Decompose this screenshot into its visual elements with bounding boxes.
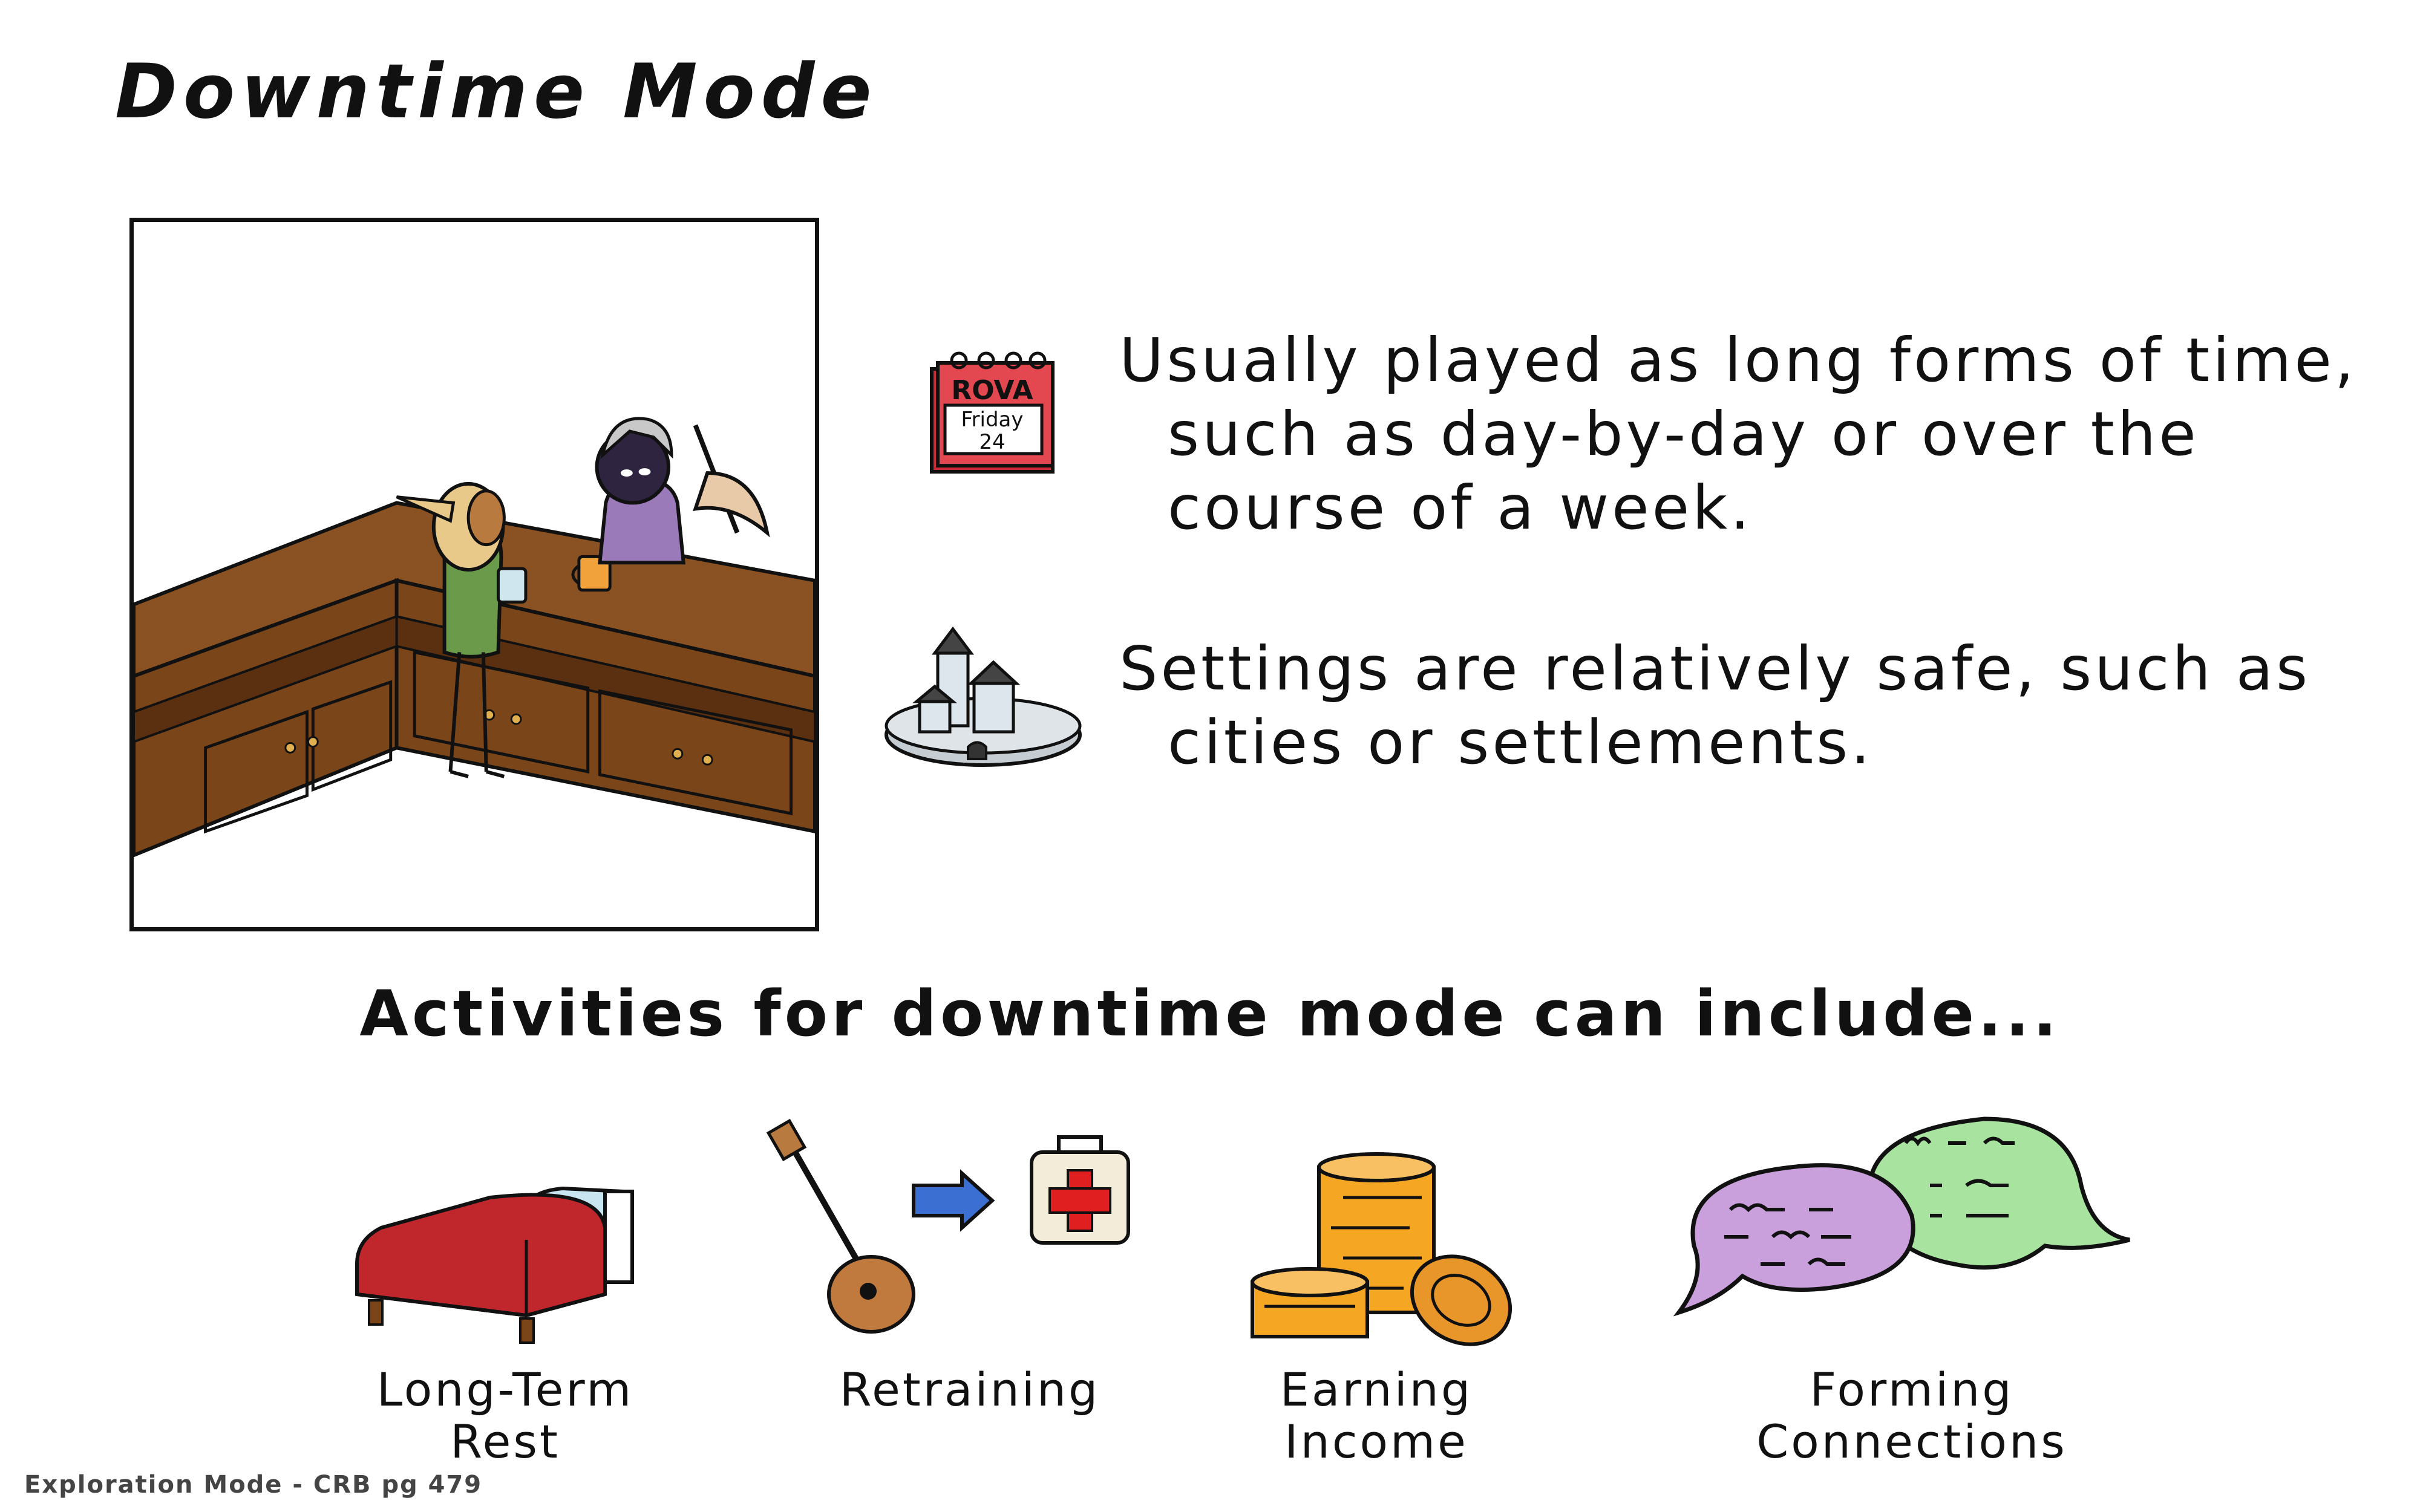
activity-label-retraining: Retraining <box>840 1364 1100 1416</box>
bullet-setting-text: Settings are relatively safe, such as ci… <box>1119 632 2310 780</box>
tavern-illustration <box>129 218 819 931</box>
footer-caption: Exploration Mode - CRB pg 479 <box>24 1471 483 1499</box>
bullet-line: course of a week. <box>1168 472 1753 543</box>
activity-label-line: Forming <box>1810 1363 2014 1416</box>
calendar-day-text: Friday <box>961 408 1023 432</box>
bullet-time-text: Usually played as long forms of time, su… <box>1119 324 2357 545</box>
activity-label-line: Long-Term <box>376 1363 634 1416</box>
activity-label-line: Rest <box>450 1415 560 1468</box>
bed-icon <box>345 1149 647 1349</box>
activity-label-line: Income <box>1284 1415 1468 1468</box>
calendar-date-text: 24 <box>979 430 1005 454</box>
activity-label-line: Earning <box>1280 1363 1473 1416</box>
bullet-line: Usually played as long forms of time, <box>1119 325 2357 396</box>
activities-heading: Activities for downtime mode can include… <box>359 977 2061 1051</box>
bullet-line: such as day-by-day or over the <box>1168 399 2199 469</box>
page-title: Downtime Mode <box>115 48 878 135</box>
walled-city-icon <box>877 617 1089 780</box>
calendar-icon: ROVA Friday 24 <box>908 339 1065 478</box>
activity-label-line: Connections <box>1756 1415 2067 1468</box>
lute-to-medkit-icon <box>756 1113 1143 1337</box>
bullet-line: Settings are relatively safe, such as <box>1119 633 2311 704</box>
calendar-header-text: ROVA <box>951 375 1033 406</box>
activity-label-connections: Forming Connections <box>1756 1364 2067 1468</box>
activity-label-rest: Long-Term Rest <box>377 1364 634 1468</box>
activity-label-line: Retraining <box>839 1363 1100 1416</box>
activity-label-income: Earning Income <box>1280 1364 1473 1468</box>
speech-bubbles-icon <box>1670 1095 2142 1337</box>
coin-stack-icon <box>1240 1149 1525 1355</box>
bullet-line: cities or settlements. <box>1168 707 1874 778</box>
